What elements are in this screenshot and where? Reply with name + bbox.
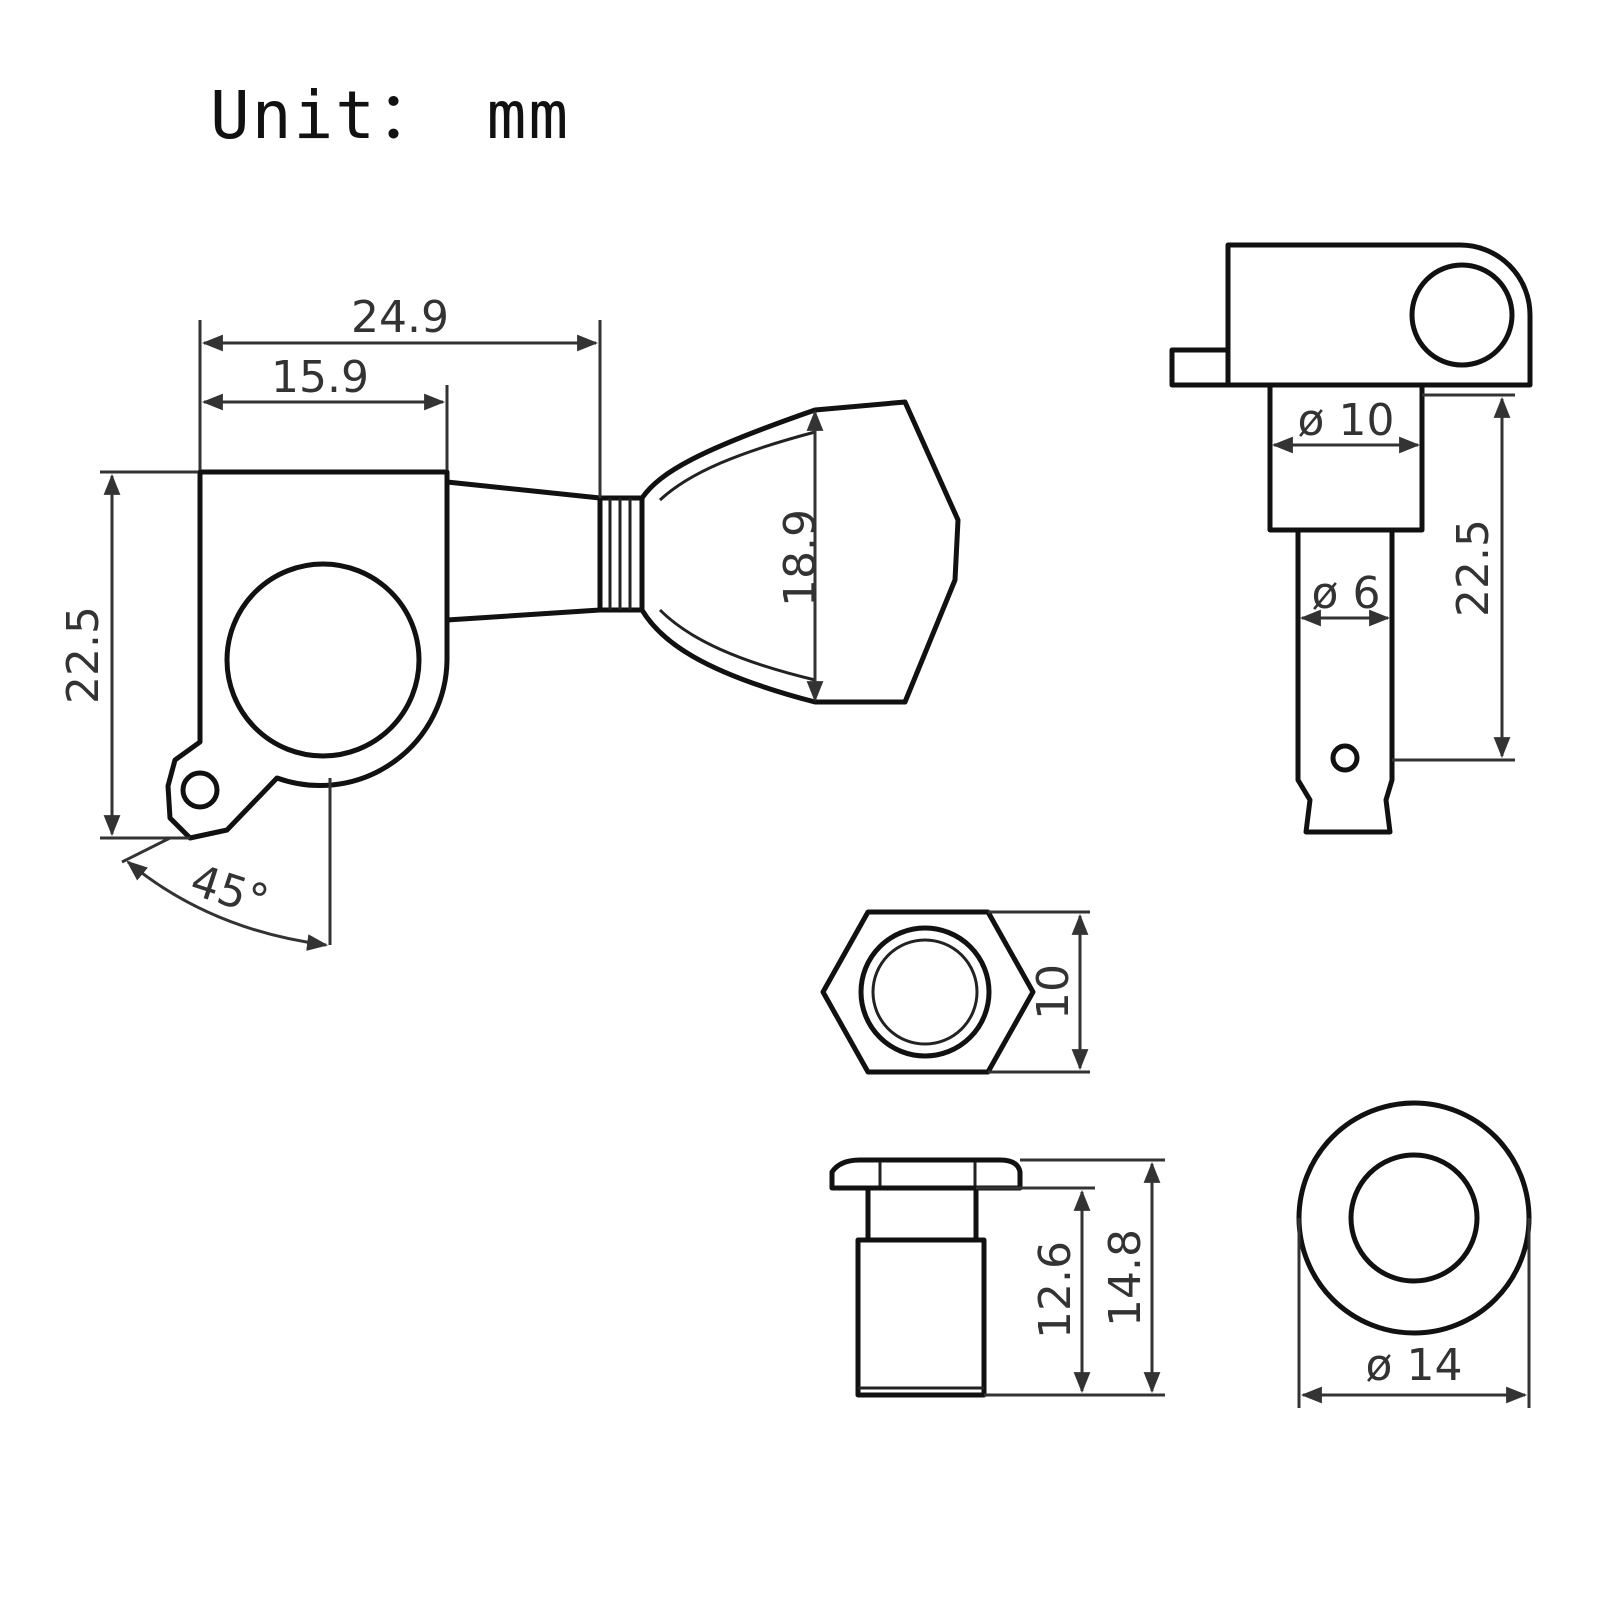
string-hole [1330,743,1360,773]
dim-label-22-5-right: 22.5 [1448,519,1499,617]
front-tab [1169,347,1231,388]
bushing-body [855,1237,987,1398]
dim-label-18-9: 18.9 [775,509,826,607]
string-post [1295,527,1395,835]
front-housing [1225,242,1533,388]
dim-label-12-6: 12.6 [1030,1241,1081,1339]
dim-label-24-9: 24.9 [351,292,449,343]
dim-label-14-8: 14.8 [1100,1229,1151,1327]
shaft-collar [597,495,645,613]
hex-nut-outer-ring [858,925,992,1059]
tuner-housing [165,469,450,841]
hex-nut [820,909,1036,1075]
tuner-shaft [444,479,603,623]
dim-label-phi-14: ø 14 [1366,1340,1463,1391]
dim-label-22-5-left: 22.5 [58,606,109,704]
angle-label: 45° [185,855,275,928]
hex-nut-inner-ring [871,938,979,1046]
screw-hole [180,770,220,810]
tuner-side-view: 24.9 15.9 22.5 18.9 45° [58,292,961,951]
washer-view: ø 14 [1296,1100,1532,1408]
dim-label-15-9: 15.9 [271,352,369,403]
hex-nut-view: 10 [820,909,1090,1075]
angle-arc [126,860,329,951]
bushing-view: 12.6 14.8 [829,1157,1165,1398]
post-collar [1267,382,1425,533]
unit-title: Unit： mm [210,77,571,154]
washer-outer [1296,1100,1532,1336]
bushing-neck [865,1185,979,1243]
post-hole [224,561,422,759]
bushing-head [829,1157,1023,1191]
front-housing-hole [1409,262,1515,368]
dim-label-10: 10 [1028,964,1079,1020]
tuner-button [639,399,961,705]
dim-label-phi-6: ø 6 [1312,568,1381,619]
washer-inner [1348,1152,1480,1284]
tuner-front-view: ø 10 ø 6 22.5 [1169,242,1533,835]
dim-label-phi-10: ø 10 [1298,395,1395,446]
